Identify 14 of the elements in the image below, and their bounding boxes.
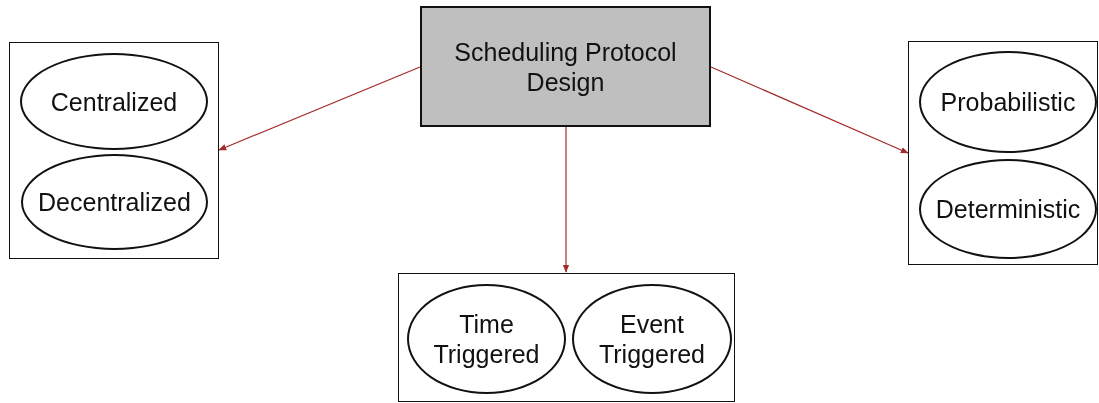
group-box xyxy=(908,41,1098,265)
category-label: Event Triggered xyxy=(597,309,707,369)
group-box xyxy=(9,42,219,259)
box-title: Scheduling Protocol Design xyxy=(453,36,678,97)
process-box xyxy=(420,6,711,127)
group-box xyxy=(398,273,735,402)
category-label: Deterministic xyxy=(934,194,1082,224)
category-label: Decentralized xyxy=(37,187,192,217)
category-label: Probabilistic xyxy=(939,87,1077,117)
arrow xyxy=(562,126,570,273)
category-label: Time Triggered xyxy=(432,309,541,369)
arrow xyxy=(218,66,421,151)
category-label: Centralized xyxy=(49,86,179,117)
arrow xyxy=(710,66,909,154)
